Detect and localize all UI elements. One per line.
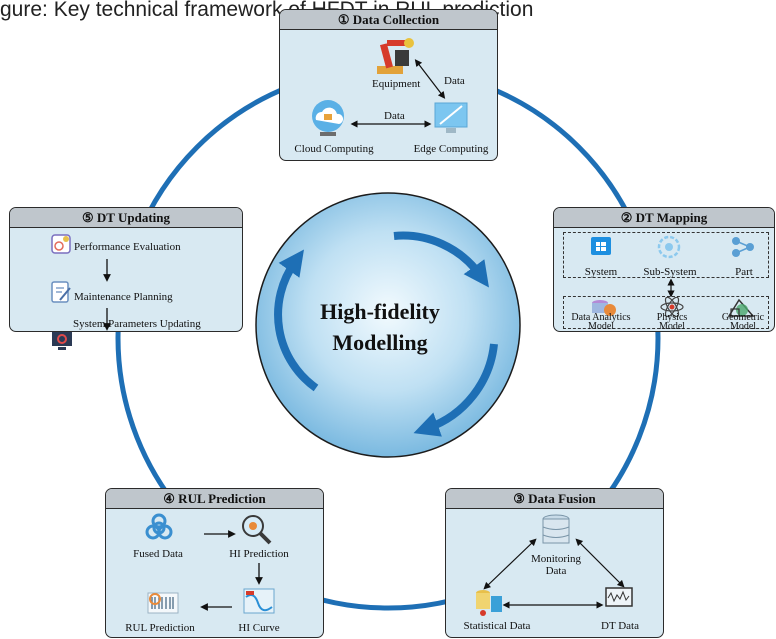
dt-data-icon <box>605 587 633 607</box>
monitoring-data-label-line2: Data <box>545 565 567 577</box>
collection-connectors <box>350 59 446 128</box>
physics-model-icon <box>660 297 684 317</box>
hi-curve-icon <box>243 588 275 614</box>
robot-arm-icon <box>377 38 414 74</box>
fused-data-icon <box>145 513 173 540</box>
equipment-label: Equipment <box>372 78 421 90</box>
cycle-arrow-top <box>393 231 489 288</box>
cycle-arrow-bottom <box>413 343 498 437</box>
data-label-vertical: Data <box>444 75 465 87</box>
mapping-connector <box>667 279 675 297</box>
sub-system-label: Sub-System <box>643 266 697 278</box>
system-parameters-icon <box>52 332 72 350</box>
monitoring-data-label-line1: Monitoring <box>530 553 582 565</box>
performance-evaluation-icon <box>51 234 71 254</box>
rul-prediction-label: RUL Prediction <box>125 622 195 634</box>
rul-prediction-panel: ④ RUL Prediction Fused Data HI Predictio… <box>105 488 324 638</box>
maintenance-planning-icon <box>51 281 71 303</box>
fused-data-label: Fused Data <box>133 548 183 560</box>
updating-connectors <box>103 259 111 331</box>
dt-updating-panel: ⑤ DT Updating Performance Evaluation Mai… <box>9 207 243 350</box>
statistical-data-icon <box>476 590 502 616</box>
hi-curve-label: HI Curve <box>238 622 280 634</box>
data-analytics-icon <box>592 300 616 316</box>
fusion-connectors <box>483 538 625 609</box>
performance-evaluation-label: Performance Evaluation <box>74 241 181 253</box>
data-fusion-panel: ③ Data Fusion Monitoring Data Statistica… <box>445 488 664 638</box>
cloud-computing-label: Cloud Computing <box>294 143 374 155</box>
statistical-data-label: Statistical Data <box>463 620 531 632</box>
data-fusion-title: ③ Data Fusion <box>446 489 663 509</box>
physics-model-label-line2: Model <box>658 321 686 332</box>
central-title-line2: Modelling <box>332 330 428 355</box>
dt-data-label: DT Data <box>601 620 639 632</box>
rul-prediction-icon <box>147 592 179 614</box>
data-analytics-label-line1: Data Analytics <box>571 312 631 323</box>
geometric-model-label-line1: Geometric <box>721 312 765 323</box>
edge-computing-icon <box>434 102 468 133</box>
rul-prediction-title: ④ RUL Prediction <box>106 489 323 509</box>
sub-system-icon <box>657 235 681 259</box>
data-collection-title: ① Data Collection <box>280 10 497 30</box>
geometric-model-label: Geometric Model <box>717 312 769 332</box>
physics-model-label: Physics Model <box>648 312 696 332</box>
part-icon <box>732 237 754 257</box>
dt-mapping-title: ② DT Mapping <box>554 208 774 228</box>
data-analytics-label: Data Analytics Model <box>566 312 636 332</box>
model-box <box>563 296 769 329</box>
central-title: High-fidelity Modelling <box>300 296 460 358</box>
dt-updating-title: ⑤ DT Updating <box>10 208 242 228</box>
maintenance-planning-label: Maintenance Planning <box>74 291 173 303</box>
central-title-line1: High-fidelity <box>320 299 440 324</box>
physics-model-label-line1: Physics <box>656 312 688 323</box>
geometric-model-icon <box>727 298 755 317</box>
dt-mapping-panel: ② DT Mapping System Sub-System Part Data… <box>553 207 775 332</box>
data-collection-panel: ① Data Collection Equipment Data Data Cl… <box>279 9 498 161</box>
central-sphere <box>255 192 521 458</box>
data-analytics-label-line2: Model <box>587 321 615 332</box>
part-label: Part <box>735 266 753 278</box>
hierarchy-box <box>563 232 769 278</box>
data-label-horizontal: Data <box>384 110 405 122</box>
hi-prediction-icon <box>242 515 272 545</box>
edge-computing-label: Edge Computing <box>413 143 489 155</box>
system-label: System <box>584 266 618 278</box>
database-icon <box>542 514 570 544</box>
monitoring-data-label: Monitoring Data <box>528 553 584 577</box>
system-parameters-label: System Parameters Updating <box>73 318 201 330</box>
geometric-model-label-line2: Model <box>729 321 757 332</box>
system-icon <box>591 237 611 255</box>
cycle-arrow-left <box>274 249 319 392</box>
cloud-computing-icon <box>312 100 344 136</box>
rul-connectors <box>200 530 263 611</box>
hi-prediction-label: HI Prediction <box>229 548 289 560</box>
